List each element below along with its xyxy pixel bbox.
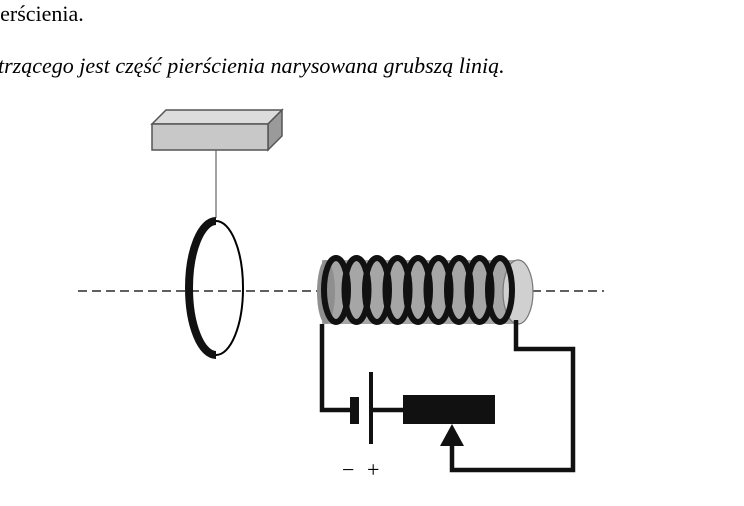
coil-turn: [464, 255, 495, 325]
battery-positive-plate: [369, 372, 373, 444]
coil-turn: [423, 255, 454, 325]
coil-turn: [382, 255, 413, 325]
rheostat-slider-arrow: [440, 424, 464, 446]
suspension-block: [150, 108, 284, 152]
wire-right: [449, 320, 576, 473]
battery: [350, 372, 373, 444]
ring-thick-part: [185, 217, 217, 359]
wire-left: [319, 324, 350, 413]
coil-turn: [485, 255, 515, 325]
battery-minus-label: −: [342, 457, 354, 482]
coil-turns: [321, 255, 515, 325]
rheostat: [403, 395, 495, 446]
coil-turn: [341, 255, 372, 325]
coil-turn: [321, 255, 351, 325]
block-top-face: [150, 109, 284, 125]
coil-turn: [362, 255, 392, 325]
coil: [317, 255, 534, 325]
coil-turn: [444, 255, 474, 325]
battery-plus-label: +: [367, 457, 379, 482]
text-line-2: trzącego jest część pierścienia narysowa…: [0, 53, 505, 78]
text-line-1: ierścienia.: [0, 1, 84, 26]
rheostat-body: [403, 395, 495, 424]
block-front-face: [151, 123, 269, 151]
battery-negative-plate: [350, 397, 359, 424]
coil-turn: [403, 255, 433, 325]
